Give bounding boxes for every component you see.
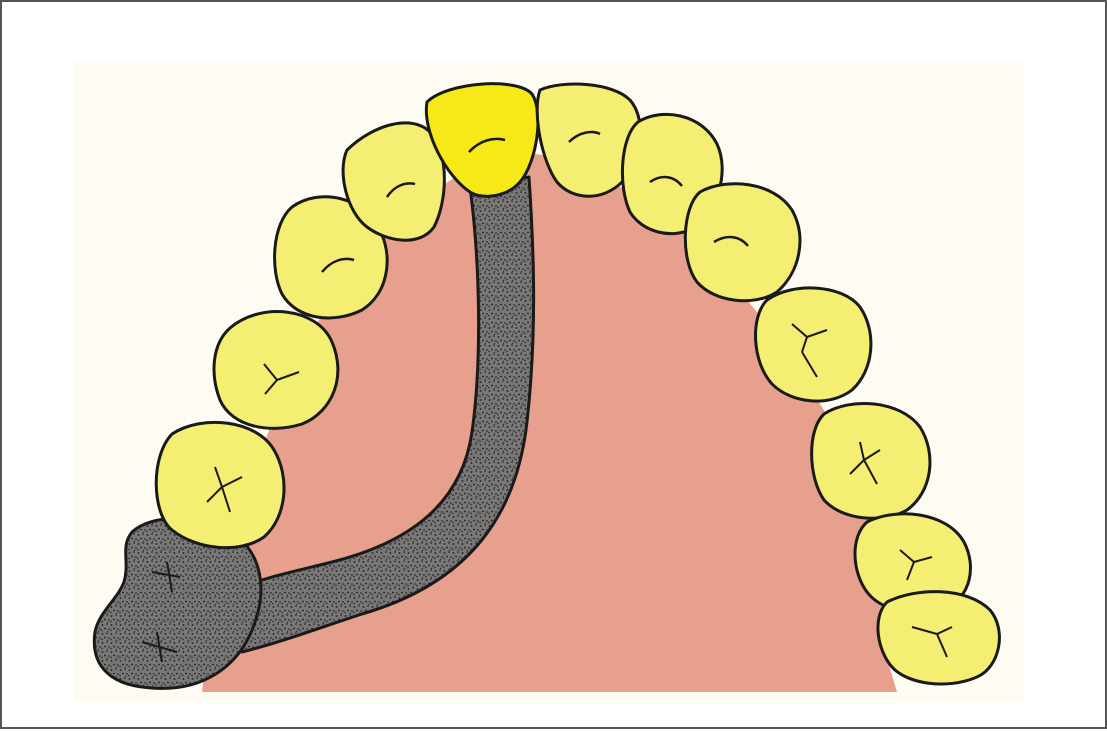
tooth-right-canine (756, 288, 871, 401)
tooth-right-first-molar (878, 592, 999, 684)
tooth-right-first-premolar (812, 403, 930, 518)
tooth-right-lateral-incisor (685, 184, 800, 301)
tooth-left-second-premolar (214, 312, 338, 429)
tooth-left-first-molar (156, 422, 284, 547)
